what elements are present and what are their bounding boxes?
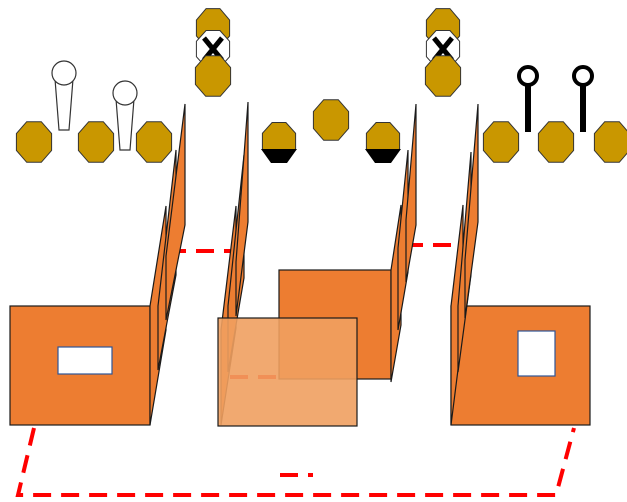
gold-octagon-icon — [77, 121, 115, 163]
middle-left-slat-3 — [235, 101, 249, 317]
black-pin-icon — [517, 65, 539, 87]
gold-octagon-icon — [135, 121, 173, 163]
left-group — [9, 103, 186, 426]
black-half-octagon-icon — [261, 149, 297, 163]
window-vertical-icon — [517, 330, 556, 377]
window-horizontal-icon — [57, 346, 113, 375]
white-pin-icon — [54, 78, 74, 131]
gold-octagon-icon — [537, 121, 575, 163]
dashed-connector-bottom-loop — [15, 427, 576, 497]
tokens — [15, 8, 627, 163]
black-half-octagon-icon — [365, 149, 401, 163]
right-group — [450, 103, 591, 426]
white-pin-icon — [115, 98, 135, 151]
gold-octagon-icon — [194, 55, 232, 97]
gold-octagon-icon — [15, 121, 53, 163]
black-pin-icon — [580, 84, 586, 132]
gold-octagon-icon — [424, 55, 462, 97]
overlapping-panels-icon — [217, 317, 358, 427]
gold-octagon-icon — [482, 121, 520, 163]
middle-group — [217, 103, 417, 427]
white-pin-icon — [51, 60, 77, 86]
white-pin-icon — [112, 80, 138, 106]
gold-octagon-icon — [312, 99, 350, 141]
right-panel-slat-3 — [464, 103, 479, 319]
black-pin-icon — [572, 65, 594, 87]
left-panel-slat-3 — [165, 103, 186, 321]
middle-panel-slat-3 — [405, 103, 417, 283]
black-pin-icon — [525, 84, 531, 132]
gold-octagon-icon — [593, 121, 627, 163]
